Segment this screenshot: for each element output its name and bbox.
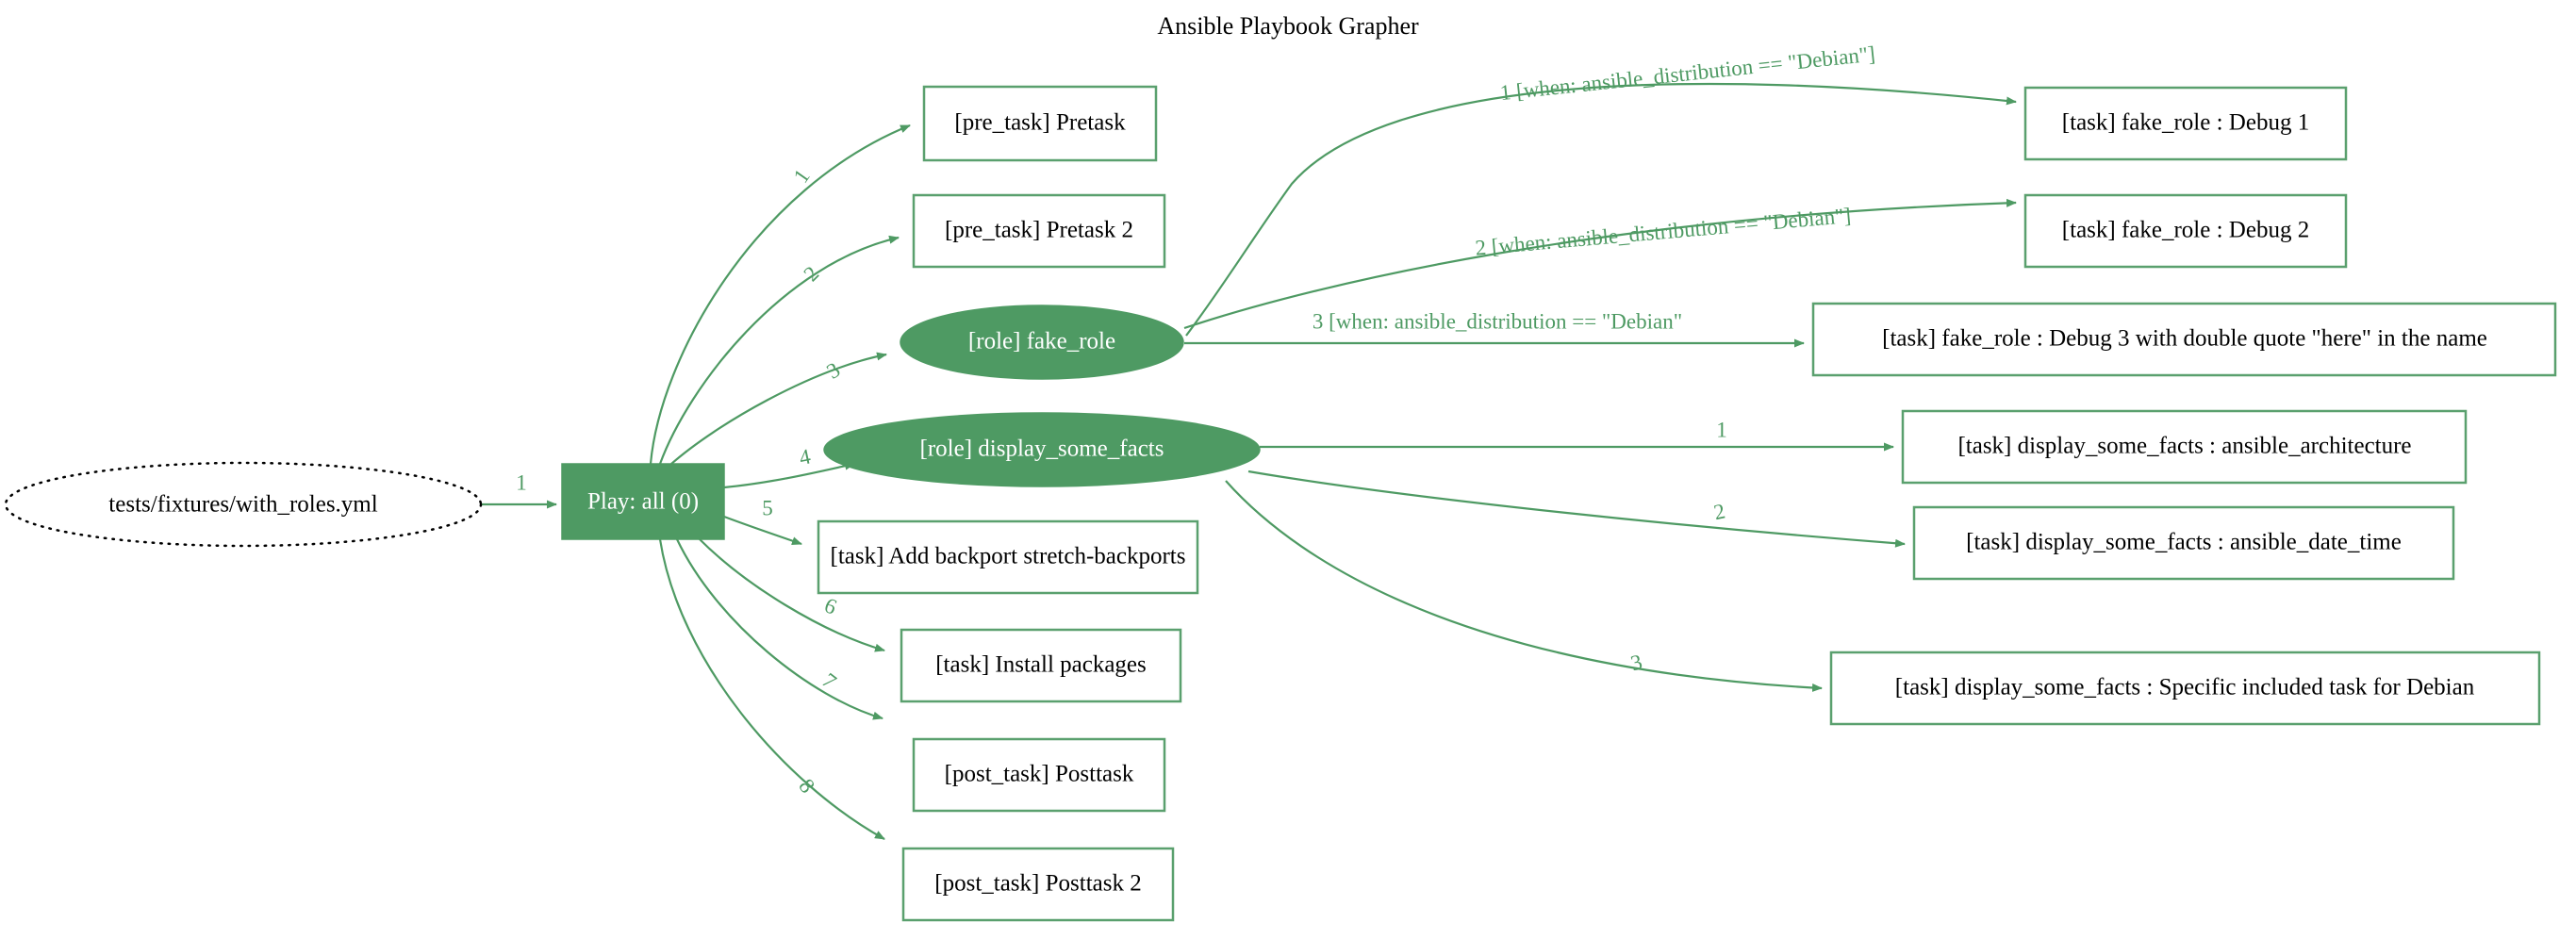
node-task-add-backport[interactable]: [task] Add backport stretch-backports [817,519,1199,595]
node-posttask-1[interactable]: [post_task] Posttask [912,737,1166,813]
node-play[interactable]: Play: all (0) [561,463,725,540]
edge-label: 6 [821,593,840,618]
node-role-display-some-facts[interactable]: [role] display_some_facts [823,412,1261,487]
posttask-2-box[interactable] [901,847,1175,922]
pretask-1-box[interactable] [922,85,1158,162]
edge-label: 1 [789,165,815,188]
display-some-facts-label: [role] display_some_facts [920,437,1164,462]
edge-label: 2 [when: ansible_distribution == "Debian… [1475,204,1853,260]
display-some-facts-ellipse[interactable] [823,412,1261,487]
node-task-fake-debug-3[interactable]: [task] fake_role : Debug 3 with double q… [1811,302,2557,377]
dsf-architecture-label: [task] display_some_facts : ansible_arch… [1957,434,2411,459]
pretask-2-box[interactable] [912,193,1166,269]
node-posttask-2[interactable]: [post_task] Posttask 2 [901,847,1175,922]
play-label: Play: all (0) [587,489,699,515]
playbook-ellipse[interactable] [4,461,483,548]
dsf-date-time-label: [task] display_some_facts : ansible_date… [1966,530,2402,555]
playbook-label: tests/fixtures/with_roles.yml [108,492,377,518]
dsf-date-time-box[interactable] [1912,505,2455,581]
edge-label: 1 [1716,418,1727,441]
dsf-architecture-box[interactable] [1901,409,2468,485]
node-layer: tests/fixtures/with_roles.yml Play: all … [4,85,2557,922]
node-task-dsf-specific[interactable]: [task] display_some_facts : Specific inc… [1829,651,2541,726]
install-packages-box[interactable] [900,628,1182,703]
node-role-fake-role[interactable]: [role] fake_role [900,305,1184,380]
edge-label: 4 [797,444,813,470]
node-pretask-1[interactable]: [pre_task] Pretask [922,85,1158,162]
play-box[interactable] [561,463,725,540]
edge-dsf-to-date-time: 2 [1247,470,1906,548]
node-task-fake-debug-1[interactable]: [task] fake_role : Debug 1 [2023,86,2348,161]
posttask-1-box[interactable] [912,737,1166,813]
fake-debug-2-box[interactable] [2023,193,2348,269]
edge-label: 8 [794,774,819,797]
install-packages-label: [task] Install packages [935,652,1147,678]
node-playbook[interactable]: tests/fixtures/with_roles.yml [4,461,483,548]
posttask-1-label: [post_task] Posttask [945,762,1134,787]
edge-label: 3 [822,357,844,383]
fake-debug-3-box[interactable] [1811,302,2557,377]
page-title: Ansible Playbook Grapher [1157,12,1419,40]
pretask-2-label: [pre_task] Pretask 2 [945,218,1133,243]
edge-dsf-to-specific: 3 [1225,480,1823,692]
edge-label: 5 [762,496,773,519]
edge-label: 3 [when: ansible_distribution == "Debian… [1313,309,1682,333]
fake-role-label: [role] fake_role [968,329,1115,354]
edge-play-to-add-backport: 5 [723,496,802,546]
edge-label: 3 [1628,650,1644,675]
node-pretask-2[interactable]: [pre_task] Pretask 2 [912,193,1166,269]
edge-playbook-to-play: 1 [481,470,557,509]
edge-label: 2 [1711,499,1726,524]
pretask-1-label: [pre_task] Pretask [954,110,1126,136]
edge-label: 1 [516,470,527,494]
dsf-specific-box[interactable] [1829,651,2541,726]
add-backport-label: [task] Add backport stretch-backports [831,544,1186,569]
posttask-2-label: [post_task] Posttask 2 [934,871,1141,897]
fake-debug-1-label: [task] fake_role : Debug 1 [2062,110,2309,136]
edge-dsf-to-architecture: 1 [1260,418,1894,452]
edge-fake-role-to-debug-3: 3 [when: ansible_distribution == "Debian… [1184,309,1805,348]
add-backport-box[interactable] [817,519,1199,595]
edge-play-to-pretask-1: 1 [649,124,911,465]
fake-role-ellipse[interactable] [900,305,1184,380]
edge-label: 1 [when: ansible_distribution == "Debian… [1499,41,1876,105]
node-task-dsf-date-time[interactable]: [task] display_some_facts : ansible_date… [1912,505,2455,581]
node-task-fake-debug-2[interactable]: [task] fake_role : Debug 2 [2023,193,2348,269]
fake-debug-1-box[interactable] [2023,86,2348,161]
node-task-dsf-architecture[interactable]: [task] display_some_facts : ansible_arch… [1901,409,2468,485]
dsf-specific-label: [task] display_some_facts : Specific inc… [1895,675,2475,700]
node-task-install-packages[interactable]: [task] Install packages [900,628,1182,703]
fake-debug-2-label: [task] fake_role : Debug 2 [2062,218,2309,243]
fake-debug-3-label: [task] fake_role : Debug 3 with double q… [1882,326,2487,352]
